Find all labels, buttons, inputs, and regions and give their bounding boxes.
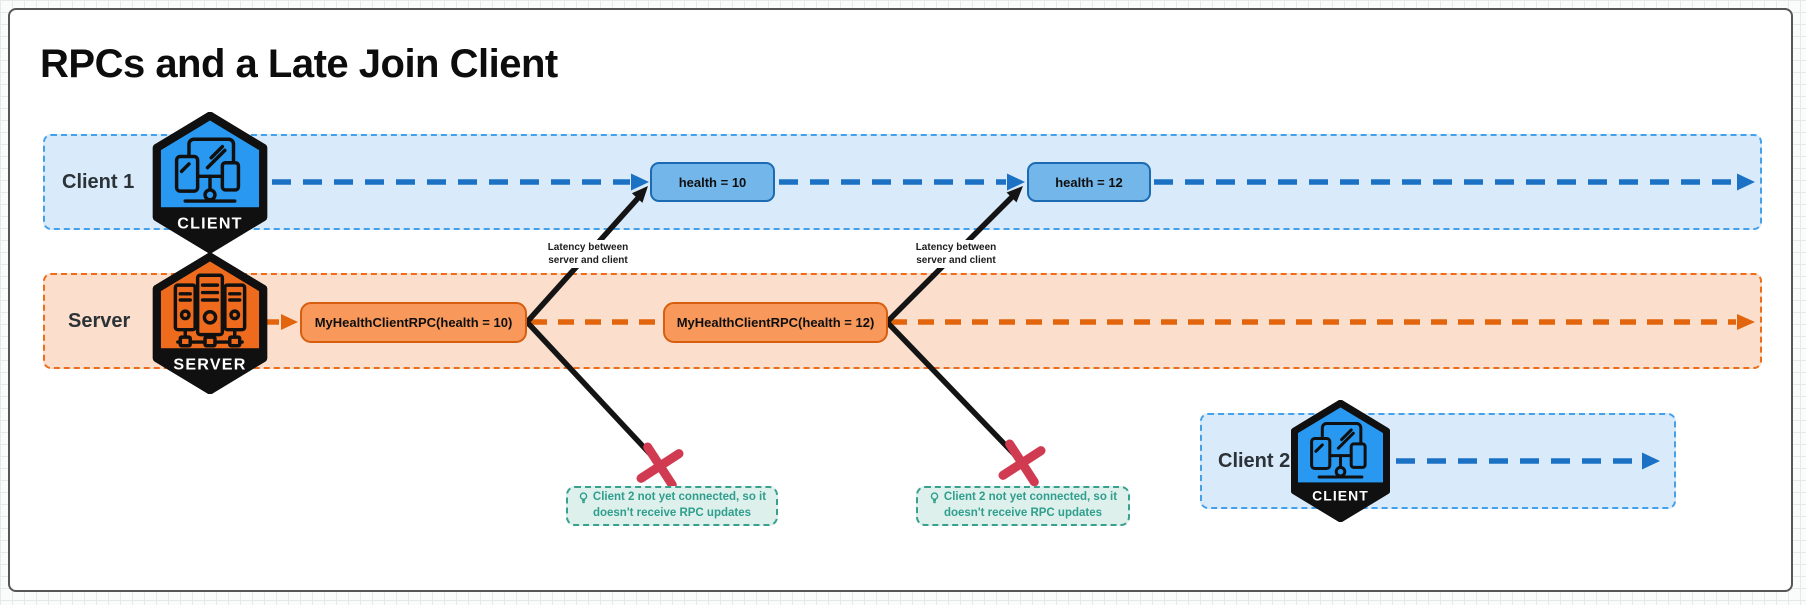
lane-server-label: Server	[68, 309, 131, 332]
server-badge-label: SERVER	[173, 355, 246, 373]
client-devices-icon	[1310, 422, 1367, 479]
client1-hexagon-badge[interactable]: CLIENT	[148, 111, 272, 258]
lane-client2-label: Client 2	[1218, 449, 1291, 472]
server-hexagon-badge[interactable]: SERVER	[148, 252, 272, 399]
lane-client1[interactable]	[43, 134, 1762, 230]
node-rpc-health-12[interactable]: MyHealthClientRPC(health = 12)	[663, 302, 888, 343]
latency-label-1: Latency between server and client	[530, 240, 646, 268]
node-rpc-health-10[interactable]: MyHealthClientRPC(health = 10)	[300, 302, 527, 343]
client2-hexagon-badge[interactable]: CLIENT	[1287, 399, 1394, 527]
latency-label-2: Latency between server and client	[898, 240, 1014, 268]
client-devices-icon	[174, 137, 241, 203]
diagram-title: RPCs and a Late Join Client	[40, 42, 558, 86]
node-health-10[interactable]: health = 10	[650, 162, 775, 202]
lightbulb-icon	[930, 492, 939, 504]
note-client2-not-connected-1[interactable]: Client 2 not yet connected, so it doesn'…	[566, 486, 778, 526]
client1-badge-label: CLIENT	[177, 214, 242, 232]
client2-badge-label: CLIENT	[1312, 488, 1369, 504]
note-client2-not-connected-2[interactable]: Client 2 not yet connected, so it doesn'…	[916, 486, 1130, 526]
lane-client1-label: Client 1	[62, 170, 135, 193]
node-health-12[interactable]: health = 12	[1027, 162, 1151, 202]
lightbulb-icon	[579, 492, 588, 504]
server-rack-icon	[173, 273, 247, 348]
